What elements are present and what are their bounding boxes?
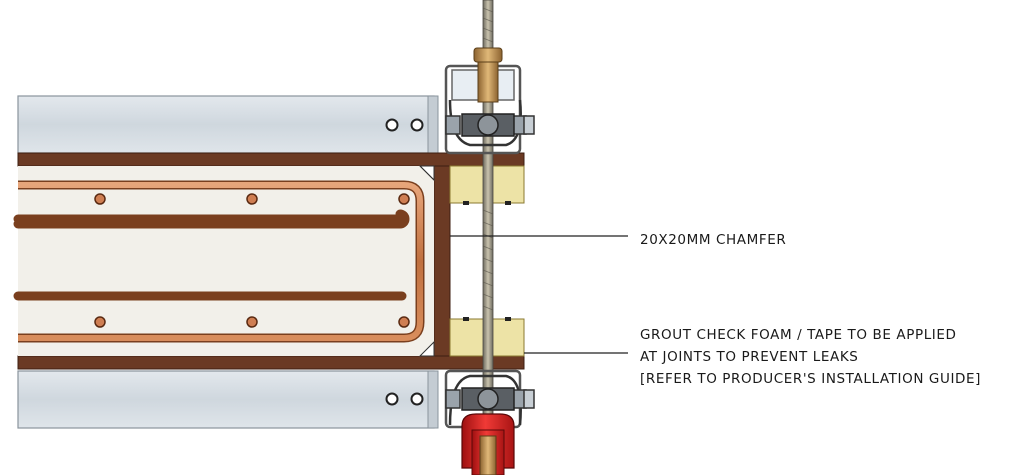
bolt-hole bbox=[385, 118, 399, 132]
rebar-longitudinal-dots bbox=[94, 193, 410, 328]
annotation-grout-line3: [REFER TO PRODUCER'S INSTALLATION GUIDE] bbox=[640, 371, 981, 387]
annotation-chamfer: 20X20MM CHAMFER bbox=[640, 232, 786, 248]
leader-lines bbox=[450, 235, 628, 354]
steel-beam-bottom bbox=[17, 370, 439, 429]
chamfer-fillet-bottom bbox=[418, 340, 435, 357]
wing-nut-top bbox=[473, 47, 503, 63]
clamp-assembly-top bbox=[444, 47, 535, 155]
bolt-hole bbox=[410, 392, 424, 406]
concrete-section bbox=[18, 165, 435, 357]
timber-board-top bbox=[17, 152, 525, 167]
clamp-assembly-bottom bbox=[444, 369, 535, 475]
timber-end-board bbox=[433, 165, 451, 357]
rebar-inner-bars bbox=[13, 209, 410, 301]
rebar-stirrup bbox=[18, 180, 425, 343]
bolt-hole bbox=[385, 392, 399, 406]
annotation-grout-line2: AT JOINTS TO PREVENT LEAKS bbox=[640, 349, 858, 365]
timber-board-bottom bbox=[17, 355, 525, 370]
bolt-hole bbox=[410, 118, 424, 132]
steel-beam-top bbox=[17, 95, 439, 154]
annotation-grout-line1: GROUT CHECK FOAM / TAPE TO BE APPLIED bbox=[640, 327, 957, 343]
